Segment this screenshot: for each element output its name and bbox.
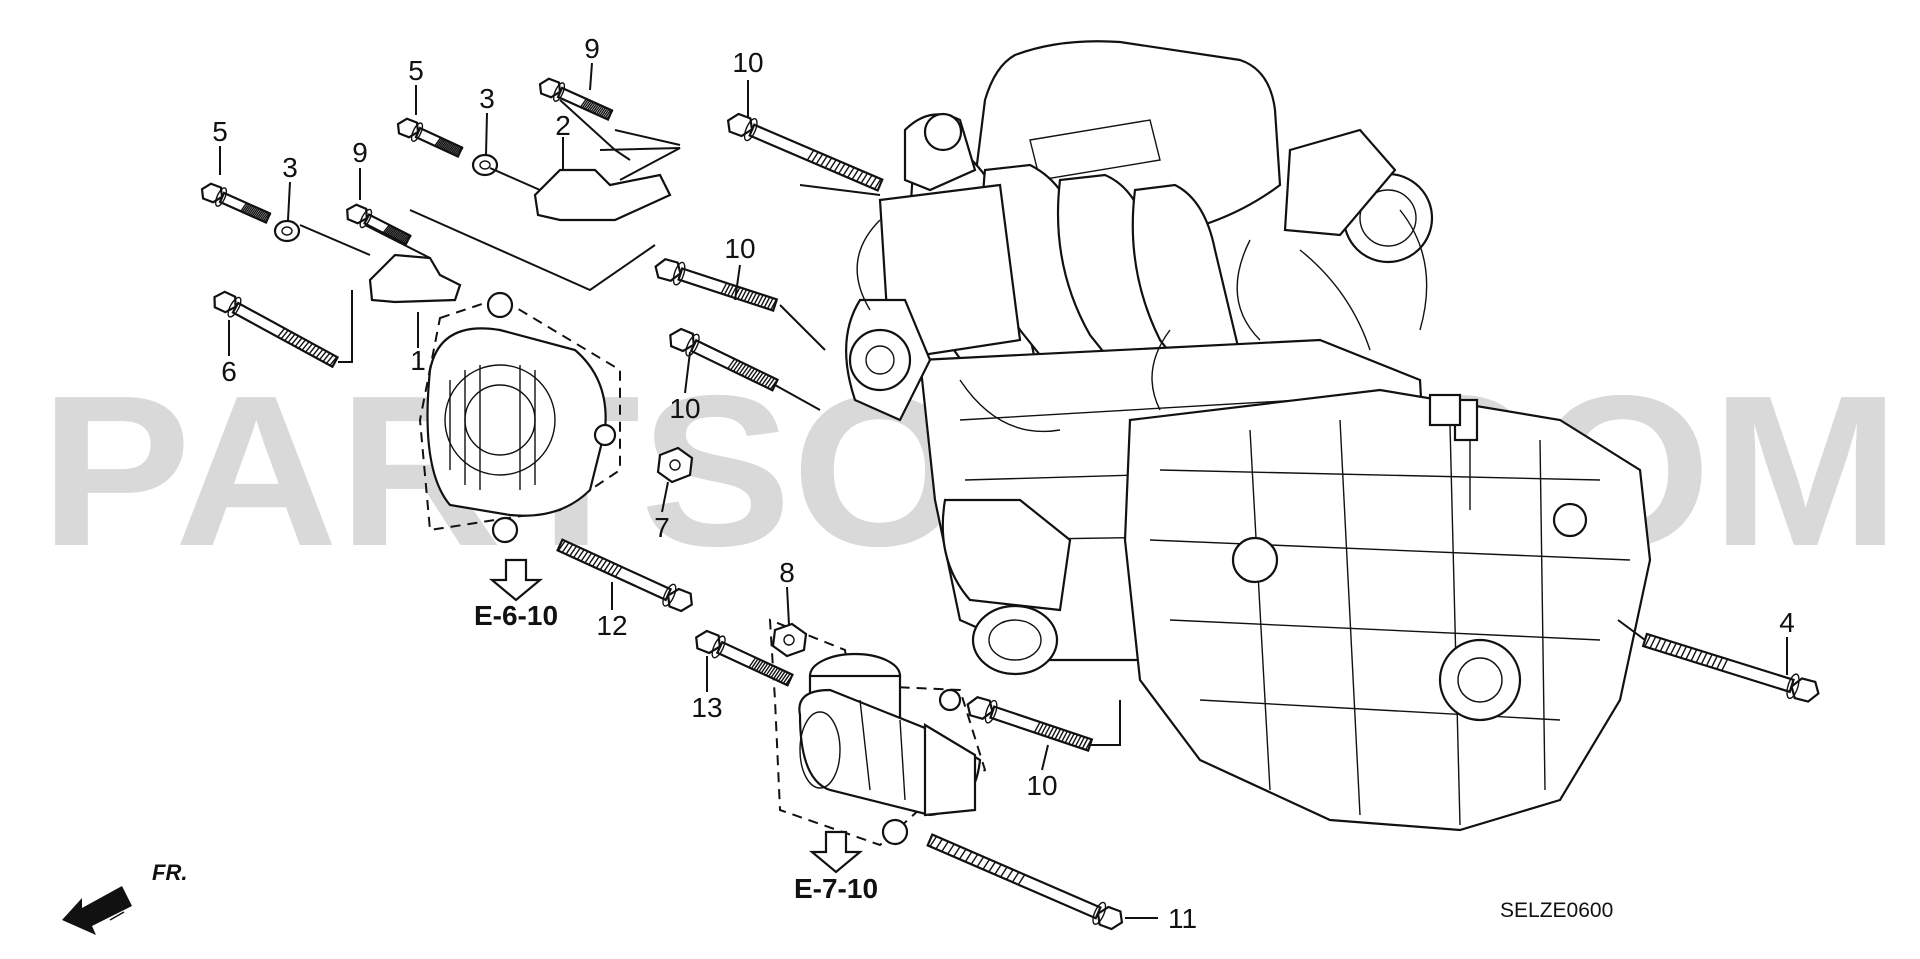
callout-10-lower[interactable]: 10 [669, 393, 700, 424]
leader-lines [219, 62, 1788, 919]
callout-2[interactable]: 2 [555, 110, 571, 141]
bolt-10-bottom[interactable] [966, 695, 1094, 752]
bolt-9-upper[interactable] [538, 77, 614, 121]
callout-9-lower[interactable]: 9 [352, 137, 368, 168]
bracket-2[interactable] [533, 168, 672, 222]
bolt-group [200, 77, 1820, 931]
nut-7[interactable] [656, 446, 694, 484]
callout-7[interactable]: 7 [654, 512, 670, 543]
callout-13[interactable]: 13 [691, 692, 722, 723]
callout-4[interactable]: 4 [1779, 607, 1795, 638]
callout-11[interactable]: 11 [1168, 903, 1197, 934]
callout-1[interactable]: 1 [410, 345, 426, 376]
callout-12[interactable]: 12 [596, 610, 627, 641]
front-direction-arrow [62, 886, 132, 935]
callout-5-upper[interactable]: 5 [408, 55, 424, 86]
bolt-5-upper[interactable] [396, 117, 464, 158]
bracket-1[interactable] [368, 253, 462, 304]
callout-10-middle[interactable]: 10 [724, 233, 755, 264]
callout-6[interactable]: 6 [221, 356, 237, 387]
bolt-10-lower[interactable] [669, 327, 780, 392]
bolt-6[interactable] [213, 290, 340, 369]
callout-8[interactable]: 8 [779, 557, 795, 588]
callouts: 1 2 3 3 4 5 5 6 7 8 9 9 10 10 10 10 11 1… [212, 33, 1795, 934]
washer-3-upper[interactable] [471, 153, 499, 177]
alternator-ref-arrow [488, 558, 544, 602]
washer-3-lower[interactable] [273, 219, 301, 243]
bolt-11[interactable] [926, 833, 1124, 931]
bolt-5-lower[interactable] [200, 182, 272, 224]
callout-10-bottom[interactable]: 10 [1026, 770, 1057, 801]
bolt-13[interactable] [695, 629, 794, 687]
callout-9-upper[interactable]: 9 [584, 33, 600, 64]
callout-5-lower[interactable]: 5 [212, 116, 228, 147]
bolt-4[interactable] [1641, 632, 1820, 703]
starter-ref-arrow [808, 830, 864, 874]
starter-reference-label[interactable]: E-7-10 [794, 873, 878, 904]
diagram-code: SELZE0600 [1500, 899, 1613, 922]
alternator-group [418, 291, 621, 544]
callout-3-upper[interactable]: 3 [479, 83, 495, 114]
bolt-9-lower[interactable] [346, 203, 412, 246]
bolt-12[interactable] [556, 538, 693, 613]
starter-group [768, 618, 987, 847]
callout-10-top[interactable]: 10 [732, 47, 763, 78]
front-marker-label: FR. [152, 860, 187, 885]
nut-8[interactable] [771, 622, 808, 658]
bolt-10-top[interactable] [726, 112, 884, 192]
bolt-10-middle[interactable] [654, 257, 779, 312]
callout-3-lower[interactable]: 3 [282, 152, 298, 183]
alternator-reference-label[interactable]: E-6-10 [474, 600, 558, 631]
engine-assembly [845, 40, 1652, 832]
